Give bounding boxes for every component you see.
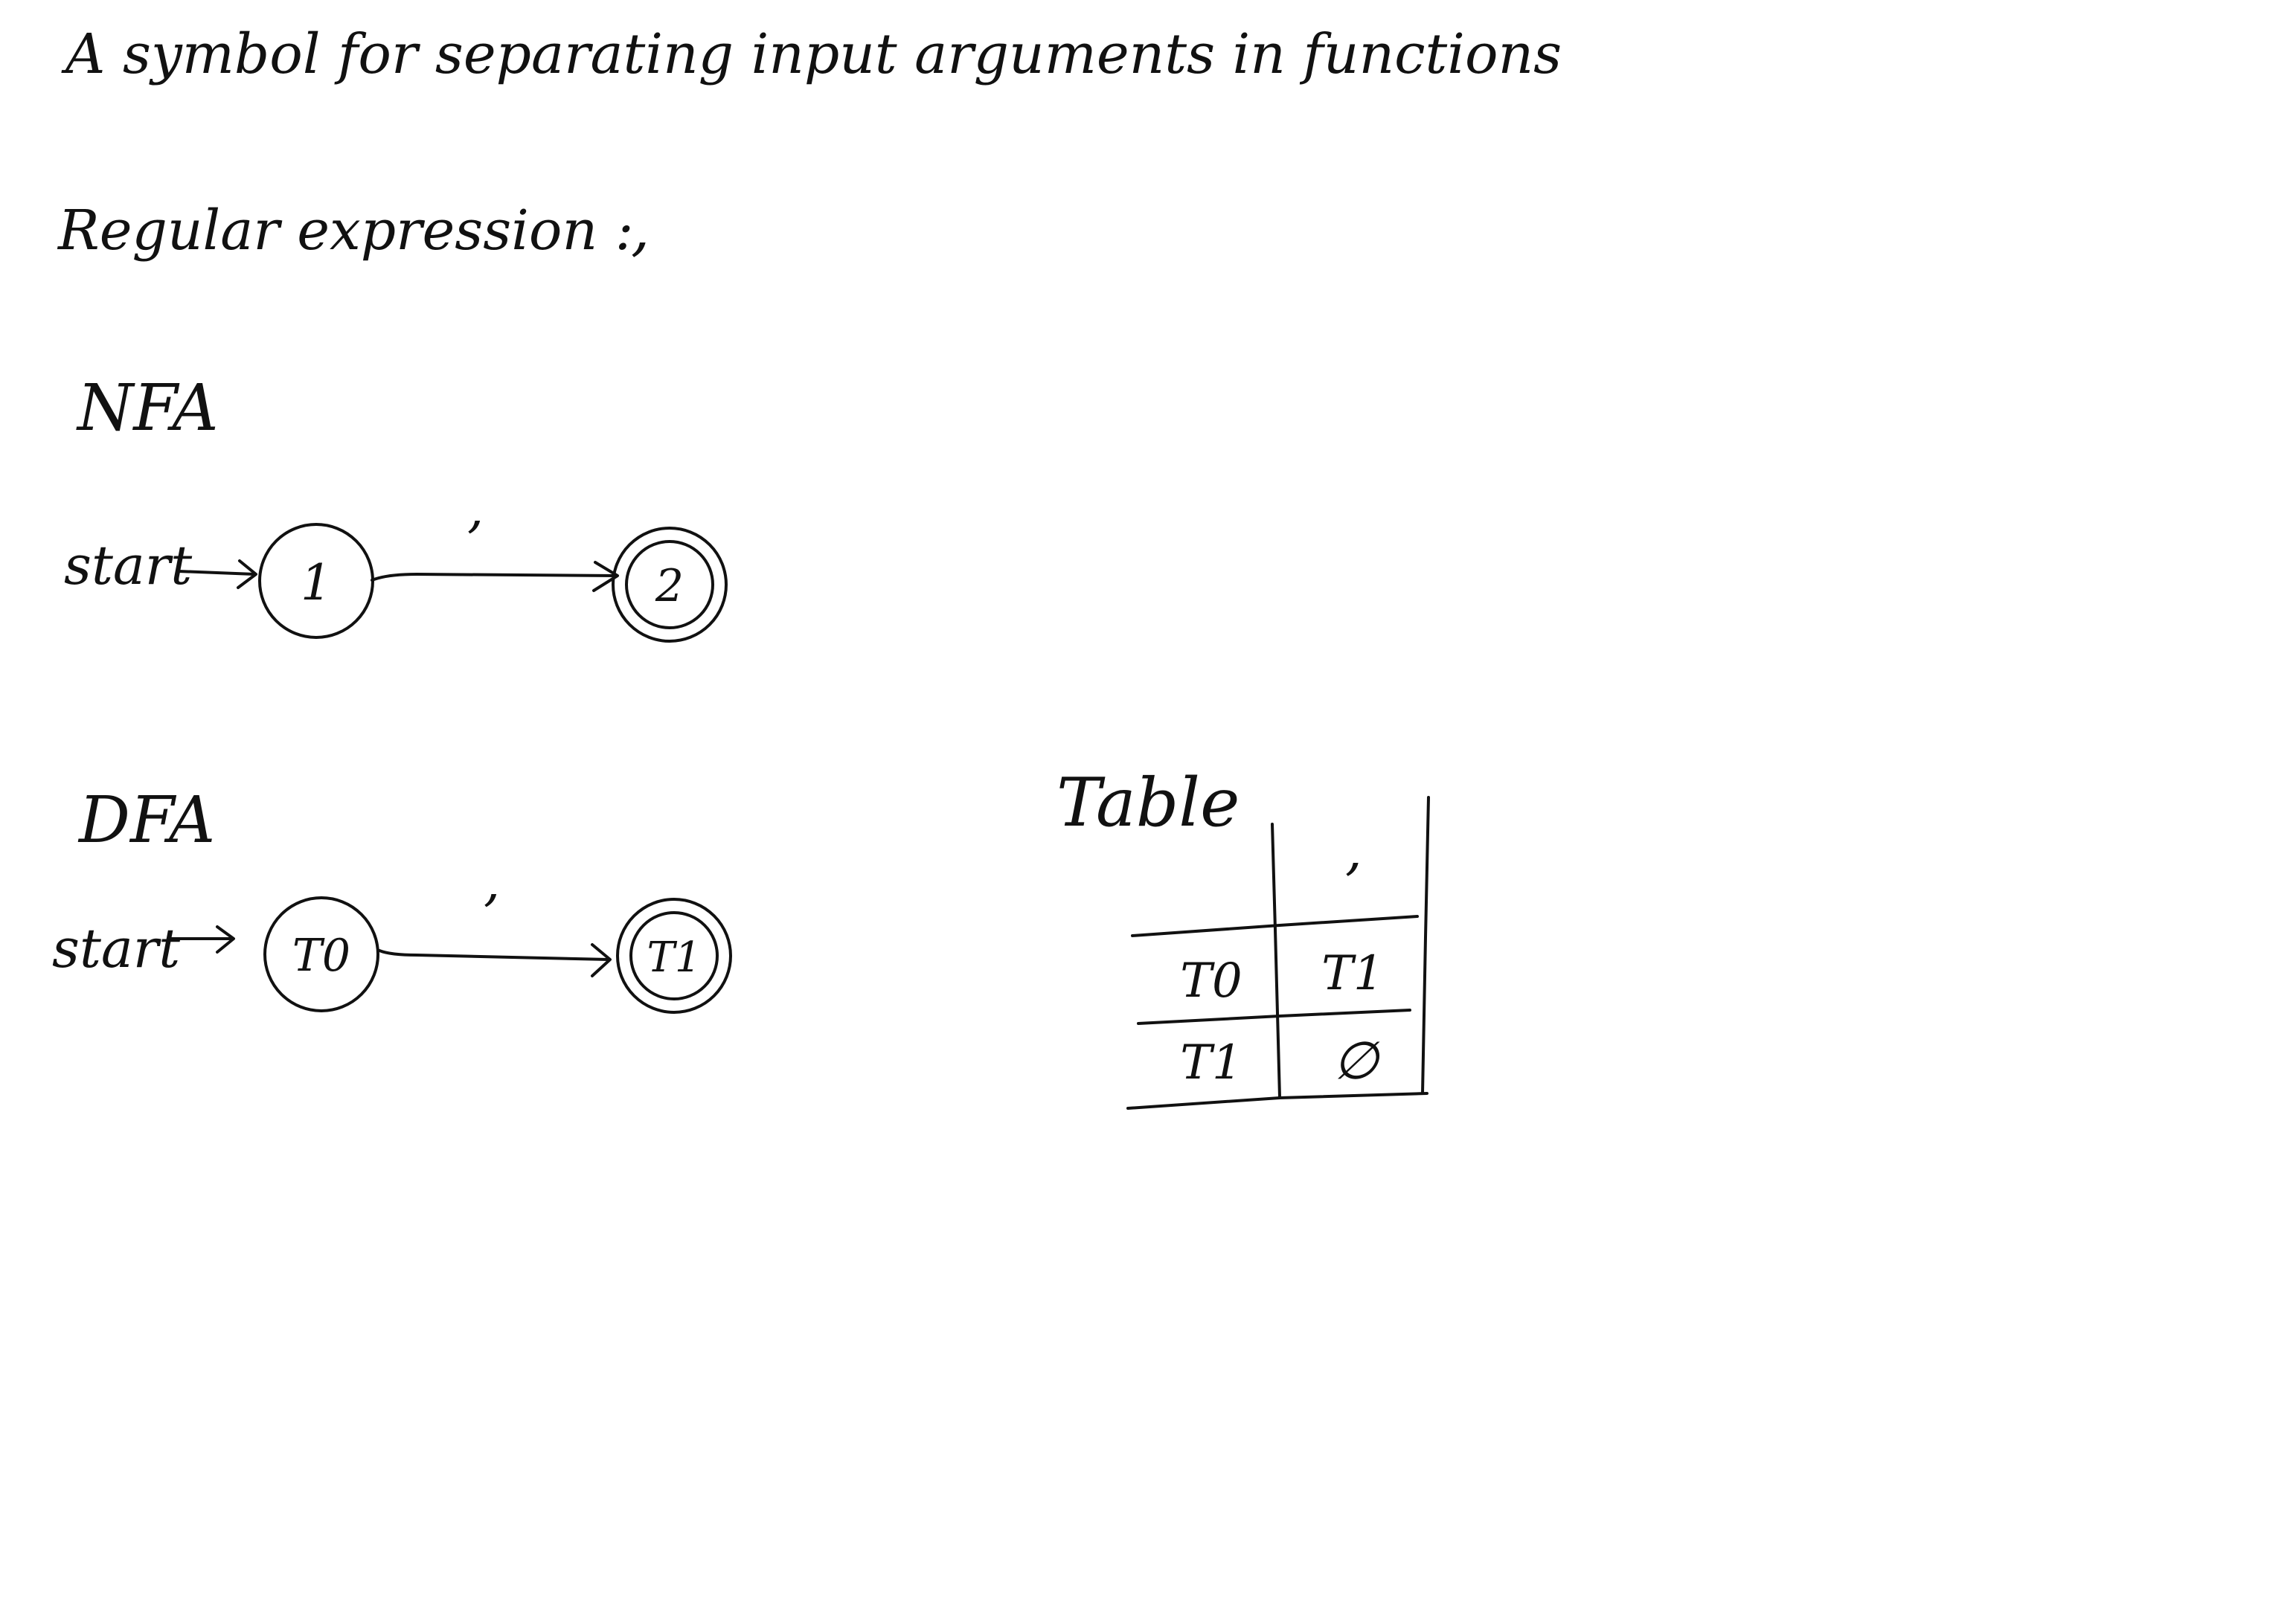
dfa-start-arrowhead xyxy=(216,925,235,954)
dfa-transition-arrow xyxy=(378,949,610,961)
page-title: A symbol for separating input arguments … xyxy=(61,22,1562,86)
transition-table: Table , T0 T1 T1 ∅ xyxy=(1056,764,1430,1110)
dfa-start-label: start xyxy=(52,917,181,980)
table-column-header: , xyxy=(1345,819,1362,881)
regex-value: , xyxy=(631,194,650,263)
table-bottom-rule xyxy=(1126,1092,1428,1110)
table-row-rule xyxy=(1137,1009,1411,1025)
dfa-transition-symbol: , xyxy=(484,852,500,913)
regex-label: Regular expression : xyxy=(57,199,634,263)
table-row-2-next: ∅ xyxy=(1333,1030,1381,1091)
dfa-transition-arrowhead xyxy=(591,943,612,977)
dfa-state-t1-outer-circle xyxy=(616,898,732,1014)
nfa-heading: NFA xyxy=(76,371,219,446)
nfa-diagram: NFA start 1 , 2 xyxy=(64,371,728,643)
table-header-rule xyxy=(1131,915,1419,937)
nfa-state-2-inner-circle xyxy=(625,540,714,629)
dfa-state-t0-circle xyxy=(263,896,379,1012)
nfa-state-2-outer-circle xyxy=(612,527,728,643)
dfa-heading: DFA xyxy=(77,783,215,858)
nfa-transition-arrow xyxy=(371,573,618,582)
table-row-1-next: T1 xyxy=(1321,946,1383,1001)
nfa-transition-symbol: , xyxy=(467,478,484,539)
dfa-state-t1-inner-circle xyxy=(629,911,719,1000)
table-vertical-divider xyxy=(1271,823,1281,1099)
nfa-start-arrow xyxy=(177,570,256,576)
dfa-diagram: DFA start T0 , T1 xyxy=(52,783,732,1014)
nfa-transition-arrowhead xyxy=(592,561,619,592)
nfa-state-2-label: 2 xyxy=(655,560,684,612)
nfa-start-arrowhead xyxy=(237,559,257,589)
table-row-1-state: T0 xyxy=(1180,954,1242,1009)
dfa-state-t0-label: T0 xyxy=(292,930,350,982)
nfa-state-1-label: 1 xyxy=(301,554,332,611)
table-right-border xyxy=(1421,796,1430,1095)
table-heading: Table xyxy=(1056,764,1240,842)
table-row-2-state: T1 xyxy=(1180,1035,1242,1090)
nfa-start-label: start xyxy=(64,534,193,597)
dfa-state-t1-label: T1 xyxy=(647,933,702,982)
